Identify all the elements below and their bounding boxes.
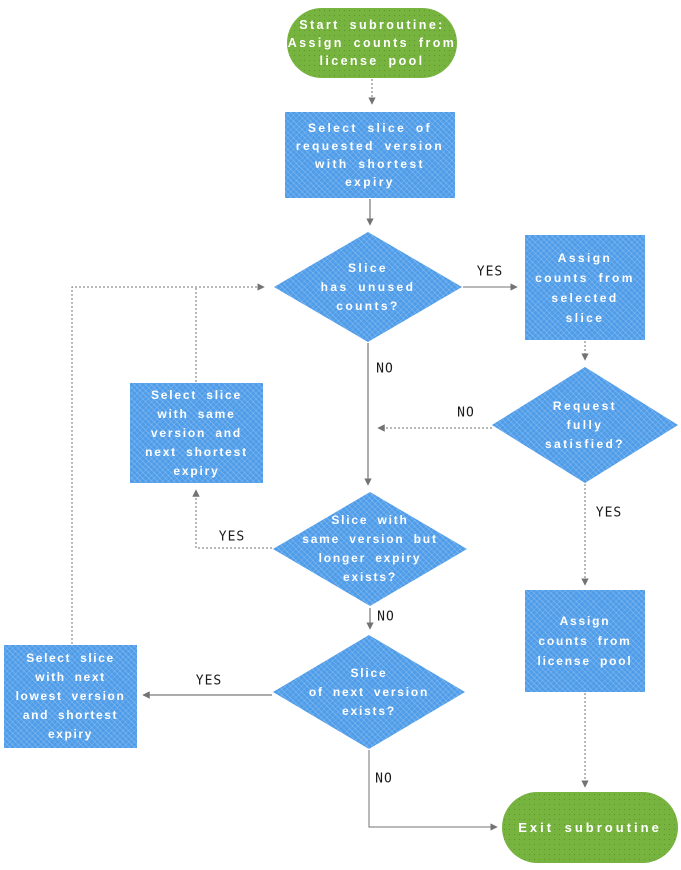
edge-label-fully-satisfied-yes: YES (595, 505, 623, 521)
edge-label-has-unused-yes: YES (476, 264, 504, 280)
decision-longer-expiry-exists-label: Slice with same version but longer expir… (302, 513, 438, 584)
edge-label-longer-expiry-yes: YES (218, 529, 246, 545)
process-select-shortest-expiry-label: Select slice of requested version with s… (295, 121, 445, 189)
edge-label-has-unused-no: NO (376, 361, 394, 377)
decision-slice-has-unused-counts-label: Slice has unused counts? (320, 260, 416, 313)
terminator-start-label: Start subroutine: Assign counts from lic… (287, 18, 457, 68)
process-select-shortest-expiry: Select slice of requested version with s… (285, 112, 455, 198)
connector-longer-expiry-yes-to-select-same-version (192, 489, 272, 549)
process-assign-counts-selected-slice: Assign counts from selected slice (525, 235, 645, 340)
edge-label-fully-satisfied-no: NO (457, 405, 475, 421)
edge-label-longer-expiry-no: NO (377, 609, 395, 625)
connector-next-version-no-to-exit (368, 750, 498, 831)
process-select-next-lowest-version: Select slice with next lowest version an… (4, 645, 137, 748)
process-assign-counts-license-pool: Assign counts from license pool (525, 590, 645, 692)
process-select-same-version-next-expiry: Select slice with same version and next … (130, 383, 263, 483)
process-select-next-lowest-version-label: Select slice with next lowest version an… (15, 651, 126, 741)
terminator-start: Start subroutine: Assign counts from lic… (287, 8, 457, 78)
process-select-same-version-next-expiry-label: Select slice with same version and next … (145, 387, 248, 478)
connector-select-next-lowest-feedback-to-has-unused (71, 283, 265, 644)
decision-request-fully-satisfied-label: Request fully satisfied? (544, 398, 625, 451)
terminator-exit: Exit subroutine (502, 792, 678, 863)
decision-next-version-exists-label: Slice of next version exists? (308, 665, 430, 718)
process-assign-counts-license-pool-label: Assign counts from license pool (537, 614, 633, 668)
process-assign-counts-selected-slice-label: Assign counts from selected slice (535, 250, 635, 325)
terminator-exit-label: Exit subroutine (518, 820, 662, 835)
edge-label-next-version-yes: YES (195, 673, 223, 689)
edge-label-next-version-no: NO (375, 771, 393, 787)
